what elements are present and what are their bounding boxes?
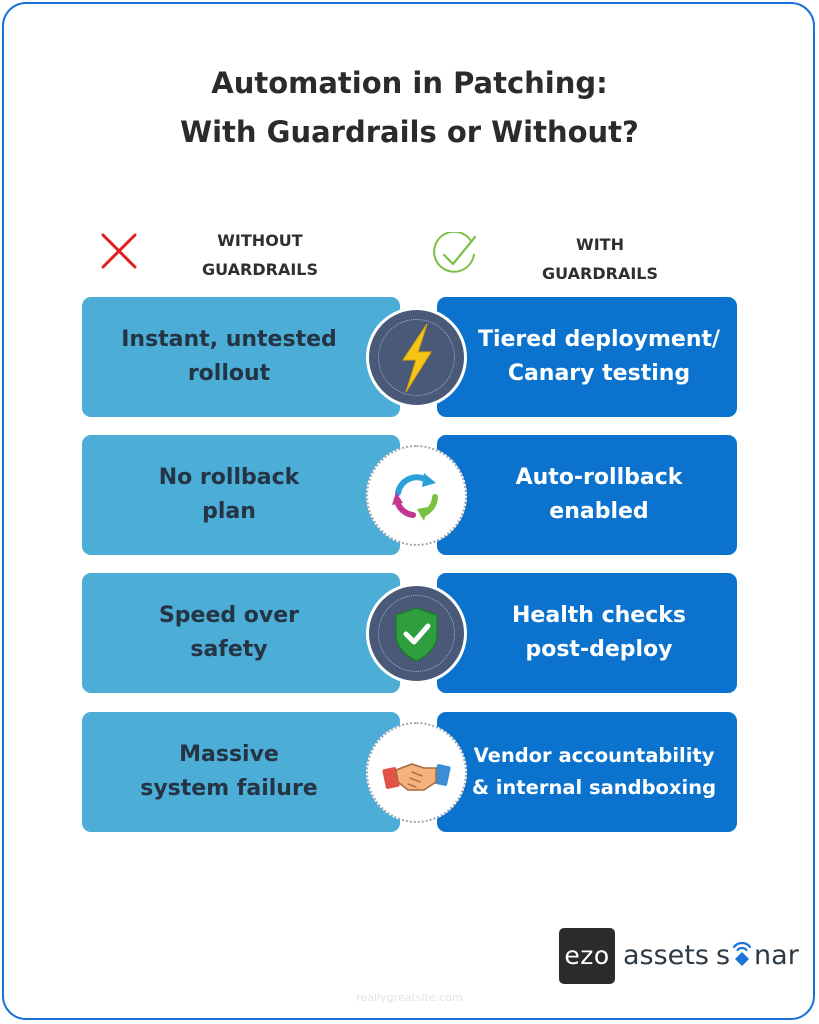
with-item-1-line2: Canary testing [507, 361, 691, 386]
with-item-2-line1: Auto-rollback [515, 465, 683, 490]
ezo-logo-box: ezo [559, 928, 615, 984]
without-item-3: Speed over safety [82, 573, 400, 693]
comparison-row-1: Instant, untested rollout Tiered deployme… [0, 297, 819, 417]
with-item-1: Tiered deployment/Canary testing [437, 297, 737, 417]
x-icon [101, 233, 137, 269]
lightning-icon [402, 323, 432, 393]
with-item-4-line1: Vendor accountability [473, 744, 715, 767]
comparison-row-4: Massive system failure Vendor accountabil… [0, 712, 819, 832]
logo-sonar-suffix: nar [754, 940, 799, 971]
logo-sonar-prefix: s [715, 940, 731, 971]
without-item-2-line2: plan [202, 499, 256, 524]
lightning-badge [366, 307, 467, 408]
handshake-icon [382, 763, 451, 791]
page-title-line2: With Guardrails or Without? [180, 115, 639, 149]
column-header-with-line1: WITH [576, 235, 624, 254]
column-header-with-line2: GUARDRAILS [542, 264, 658, 283]
with-item-4: Vendor accountability & internal sandboxi… [437, 712, 737, 832]
handshake-badge [366, 722, 467, 823]
without-item-4: Massive system failure [82, 712, 400, 832]
comparison-row-3: Speed over safety Health checks post-deplo… [0, 573, 819, 693]
without-item-4-line1: Massive [179, 742, 279, 767]
without-item-3-line2: safety [190, 637, 268, 662]
footer-url: reallygreatsite.com [356, 991, 463, 1004]
check-circle-icon [433, 232, 477, 273]
without-item-2-line1: No rollback [158, 465, 300, 490]
badge-ring [378, 595, 455, 672]
without-item-4-line2: system failure [140, 776, 318, 801]
without-item-1-line2: rollout [187, 361, 271, 386]
with-item-2: Auto-rollback enabled [437, 435, 737, 555]
with-item-1-line1: Tiered deployment/ [477, 327, 721, 352]
refresh-badge [366, 445, 467, 546]
comparison-row-2: No rollback plan Auto-rollback enabled [0, 435, 819, 555]
shield-check-icon [395, 607, 438, 662]
with-item-3-line2: post-deploy [525, 637, 673, 662]
with-item-2-line2: enabled [549, 499, 649, 524]
logo-assets-text: assets [623, 940, 709, 971]
page-title-line1: Automation in Patching: [211, 66, 608, 100]
column-header-without-line1: WITHOUT [217, 231, 303, 250]
refresh-cycle-icon [392, 473, 438, 521]
without-item-3-line1: Speed over [158, 603, 300, 628]
sonar-signal-icon [732, 941, 752, 966]
with-item-4-line2: & internal sandboxing [471, 776, 717, 799]
column-header-with: WITH GUARDRAILS [520, 230, 680, 288]
with-item-3: Health checks post-deploy [437, 573, 737, 693]
without-item-1-line1: Instant, untested [121, 327, 337, 352]
without-item-2: No rollback plan [82, 435, 400, 555]
with-item-3-line1: Health checks [512, 603, 686, 628]
badge-ring [378, 319, 455, 396]
column-header-without-line2: GUARDRAILS [202, 260, 318, 279]
column-header-without: WITHOUT GUARDRAILS [180, 226, 340, 284]
shield-badge [366, 583, 467, 684]
without-item-1: Instant, untested rollout [82, 297, 400, 417]
